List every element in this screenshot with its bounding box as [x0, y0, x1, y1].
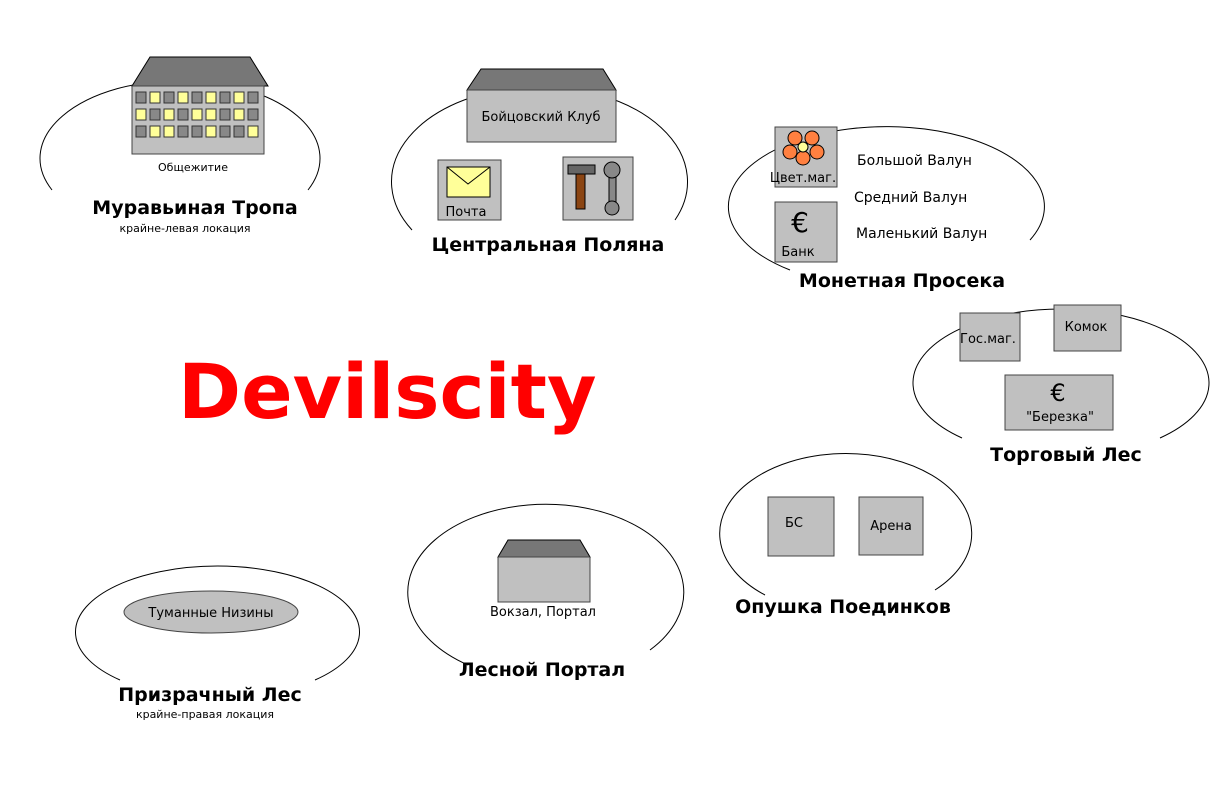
window	[177, 125, 189, 138]
window	[219, 125, 231, 138]
window	[149, 125, 161, 138]
window	[247, 91, 259, 104]
bank-body	[774, 201, 838, 263]
window	[233, 108, 245, 121]
euro-icon: €	[1050, 379, 1065, 407]
station-body	[497, 556, 591, 603]
location-boundary	[75, 565, 360, 681]
roof	[466, 68, 617, 91]
building-berezka[interactable]: € "Березка"	[1004, 374, 1114, 431]
bs-body	[767, 496, 835, 557]
location-trade-forest[interactable]: Гос.маг. Комок € "Березка" Торговый Лес	[912, 304, 1210, 466]
window	[163, 125, 175, 138]
building-label: Гос.маг.	[960, 332, 1016, 347]
window	[205, 91, 217, 104]
window-grid	[135, 91, 259, 138]
location-duel-edge[interactable]: БС Арена Опушка Поединков	[719, 453, 973, 618]
window	[247, 108, 259, 121]
euro-icon: €	[791, 206, 809, 239]
window	[149, 108, 161, 121]
berezka-body	[1004, 374, 1114, 431]
location-title[interactable]: Торговый Лес	[990, 444, 1142, 466]
city-logo-text: Devilscity	[178, 347, 596, 436]
window	[149, 91, 161, 104]
building-arena[interactable]: Арена	[858, 496, 924, 556]
window	[233, 91, 245, 104]
window	[135, 108, 147, 121]
location-coin-clearing[interactable]: Цвет.маг. € Банк Большой Валун Средний В…	[727, 126, 1045, 292]
building-label: Комок	[1065, 320, 1108, 335]
building-bank[interactable]: € Банк	[774, 201, 838, 263]
roof	[131, 56, 269, 87]
window	[233, 125, 245, 138]
window	[205, 108, 217, 121]
arena-body	[858, 496, 924, 556]
location-subtitle: крайне-правая локация	[136, 708, 274, 721]
location-boundary	[727, 126, 1045, 271]
location-title[interactable]: Муравьиная Тропа	[92, 197, 297, 219]
window	[163, 91, 175, 104]
location-title[interactable]: Опушка Поединков	[735, 596, 951, 618]
window	[177, 108, 189, 121]
window	[219, 108, 231, 121]
building-label: "Березка"	[1026, 410, 1094, 425]
building-workshop[interactable]	[562, 156, 634, 221]
komok-body	[1053, 304, 1122, 352]
flower-icon	[782, 130, 825, 166]
location-title[interactable]: Центральная Поляна	[432, 234, 665, 256]
misty-lowlands-body	[123, 590, 299, 634]
roof	[497, 539, 591, 558]
window	[163, 108, 175, 121]
fight-club-body	[466, 89, 617, 143]
window	[191, 125, 203, 138]
location-subtitle: крайне-левая локация	[120, 222, 251, 235]
building-label: Почта	[446, 205, 487, 220]
building-flower-shop[interactable]: Цвет.маг.	[770, 126, 838, 188]
window	[177, 91, 189, 104]
building-station[interactable]: Вокзал, Портал	[490, 539, 596, 620]
location-ghost-forest[interactable]: Туманные Низины Призрачный Лес крайне-пр…	[75, 565, 360, 721]
building-bs[interactable]: БС	[767, 496, 835, 557]
location-ant-trail[interactable]: Общежитие Муравьиная Тропа крайне-левая …	[39, 56, 321, 235]
tools-icon	[567, 161, 621, 216]
boulder-medium[interactable]: Средний Валун	[854, 190, 967, 206]
building-state-shop[interactable]: Гос.маг.	[959, 312, 1021, 362]
building-label: Цвет.маг.	[770, 171, 836, 186]
building-label: БС	[785, 516, 803, 531]
window	[247, 125, 259, 138]
building-dormitory[interactable]: Общежитие	[131, 56, 269, 174]
window	[191, 108, 203, 121]
building-post[interactable]: Почта	[437, 159, 502, 221]
building-label: Бойцовский Клуб	[481, 110, 600, 125]
building-label: Вокзал, Портал	[490, 605, 596, 620]
boulder-small[interactable]: Маленький Валун	[856, 226, 987, 242]
building-misty-lowlands[interactable]: Туманные Низины	[123, 590, 299, 634]
building-label: Туманные Низины	[147, 606, 273, 621]
location-title[interactable]: Монетная Просека	[799, 270, 1005, 292]
envelope-icon	[446, 166, 491, 198]
building-label: Банк	[781, 245, 814, 260]
location-central-glade[interactable]: Бойцовский Клуб Почта Центральная Поляна	[391, 68, 689, 256]
building-label: Арена	[870, 519, 912, 534]
location-boundary	[719, 453, 973, 596]
boulder-big[interactable]: Большой Валун	[857, 153, 972, 169]
building-label: Общежитие	[158, 161, 228, 174]
location-title[interactable]: Лесной Портал	[459, 659, 625, 681]
window	[135, 125, 147, 138]
window	[191, 91, 203, 104]
location-boundary	[407, 503, 685, 666]
location-forest-portal[interactable]: Вокзал, Портал Лесной Портал	[407, 503, 685, 681]
state-shop-body	[959, 312, 1021, 362]
building-komok[interactable]: Комок	[1053, 304, 1122, 352]
window	[205, 125, 217, 138]
window	[219, 91, 231, 104]
building-fight-club[interactable]: Бойцовский Клуб	[466, 68, 617, 143]
window	[135, 91, 147, 104]
location-title[interactable]: Призрачный Лес	[118, 684, 302, 706]
